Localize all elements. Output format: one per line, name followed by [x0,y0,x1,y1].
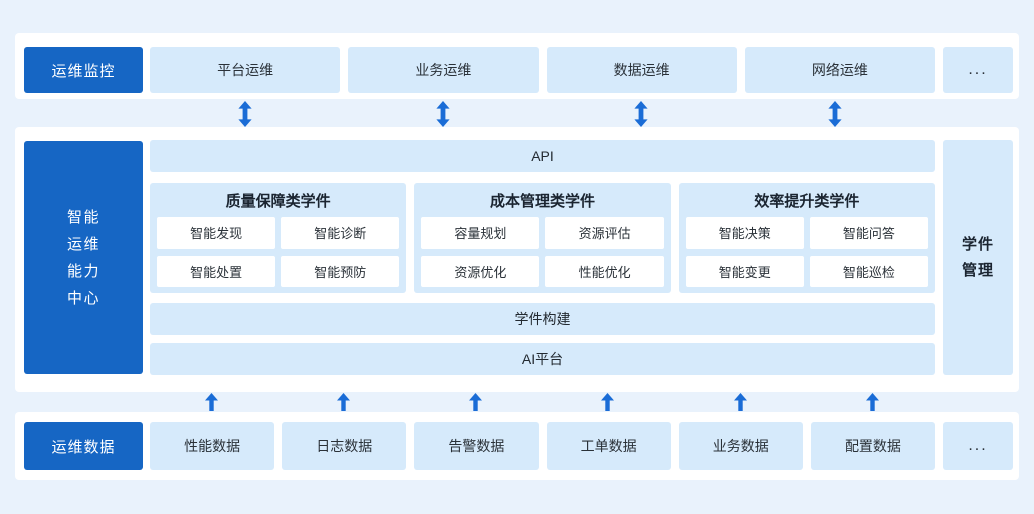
up-arrow-icon [866,393,880,411]
capability-resource-evaluation: 资源评估 [545,217,664,249]
capability-center-label: 智能 运维 能力 中心 [24,141,143,374]
capability-smart-inspection: 智能巡检 [809,255,928,287]
capability-smart-discovery: 智能发现 [157,217,276,249]
up-arrow-icon [337,393,351,411]
capability-smart-change: 智能变更 [685,255,804,287]
up-arrow-icon [734,393,748,411]
node-alert-data: 告警数据 [414,422,539,470]
capability-smart-prevention: 智能预防 [281,255,400,287]
api-bar: API [150,140,935,172]
data-node-row: 性能数据 日志数据 告警数据 工单数据 业务数据 配置数据 [150,422,936,470]
capability-smart-handling: 智能处置 [157,255,276,287]
panel-grid: 容量规划 资源评估 资源优化 性能优化 [421,217,664,287]
learnware-build-bar: 学件构建 [150,303,935,335]
node-business-data: 业务数据 [678,422,803,470]
label-line: 中心 [66,289,100,307]
node-data-ops: 数据运维 [546,47,737,93]
up-arrow-icon [205,393,219,411]
capability-capacity-planning: 容量规划 [421,217,540,249]
node-platform-ops: 平台运维 [150,47,341,93]
monitoring-node-row: 平台运维 业务运维 数据运维 网络运维 [150,47,935,93]
panel-cost-management: 成本管理类学件 容量规划 资源评估 资源优化 性能优化 [414,183,671,293]
monitoring-layer-label: 运维监控 [24,47,143,93]
capability-resource-optimization: 资源优化 [421,255,540,287]
double-arrow-icon [238,101,252,127]
capability-center-card: 智能 运维 能力 中心 API 质量保障类学件 智能发现 智能诊断 智能处置 智… [15,127,1019,392]
panel-efficiency-improvement: 效率提升类学件 智能决策 智能问答 智能变更 智能巡检 [678,183,935,293]
capability-smart-qa: 智能问答 [809,217,928,249]
node-ticket-data: 工单数据 [546,422,671,470]
node-network-ops: 网络运维 [744,47,935,93]
panel-quality-assurance: 质量保障类学件 智能发现 智能诊断 智能处置 智能预防 [150,183,407,293]
panel-title: 效率提升类学件 [754,192,860,210]
label-line: 能力 [66,262,100,280]
double-arrow-icon [436,101,450,127]
label-line: 运维 [66,235,100,253]
up-arrow-icon [469,393,483,411]
ai-platform-bar: AI平台 [150,343,935,375]
label-line: 管理 [961,261,994,279]
node-performance-data: 性能数据 [150,422,275,470]
monitoring-layer-card: 运维监控 平台运维 业务运维 数据运维 网络运维 ... [15,33,1019,99]
node-log-data: 日志数据 [282,422,407,470]
capability-smart-decision: 智能决策 [685,217,804,249]
double-arrow-icon [634,101,648,127]
learnware-panels: 质量保障类学件 智能发现 智能诊断 智能处置 智能预防 成本管理类学件 容量规划… [150,183,935,293]
monitoring-more-box: ... [943,47,1013,93]
label-line: 智能 [66,208,100,226]
panel-grid: 智能决策 智能问答 智能变更 智能巡检 [685,217,928,287]
node-config-data: 配置数据 [810,422,936,470]
data-layer-label: 运维数据 [24,422,143,470]
panel-grid: 智能发现 智能诊断 智能处置 智能预防 [157,217,400,287]
double-arrow-icon [828,101,842,127]
data-more-box: ... [943,422,1013,470]
panel-title: 质量保障类学件 [225,192,331,210]
panel-title: 成本管理类学件 [489,192,595,210]
learnware-management-box: 学件 管理 [943,140,1013,375]
capability-smart-diagnosis: 智能诊断 [281,217,400,249]
up-arrow-icon [601,393,615,411]
node-business-ops: 业务运维 [348,47,539,93]
label-line: 学件 [961,235,994,253]
capability-performance-optimization: 性能优化 [545,255,664,287]
data-layer-card: 运维数据 性能数据 日志数据 告警数据 工单数据 业务数据 配置数据 ... [15,412,1019,480]
